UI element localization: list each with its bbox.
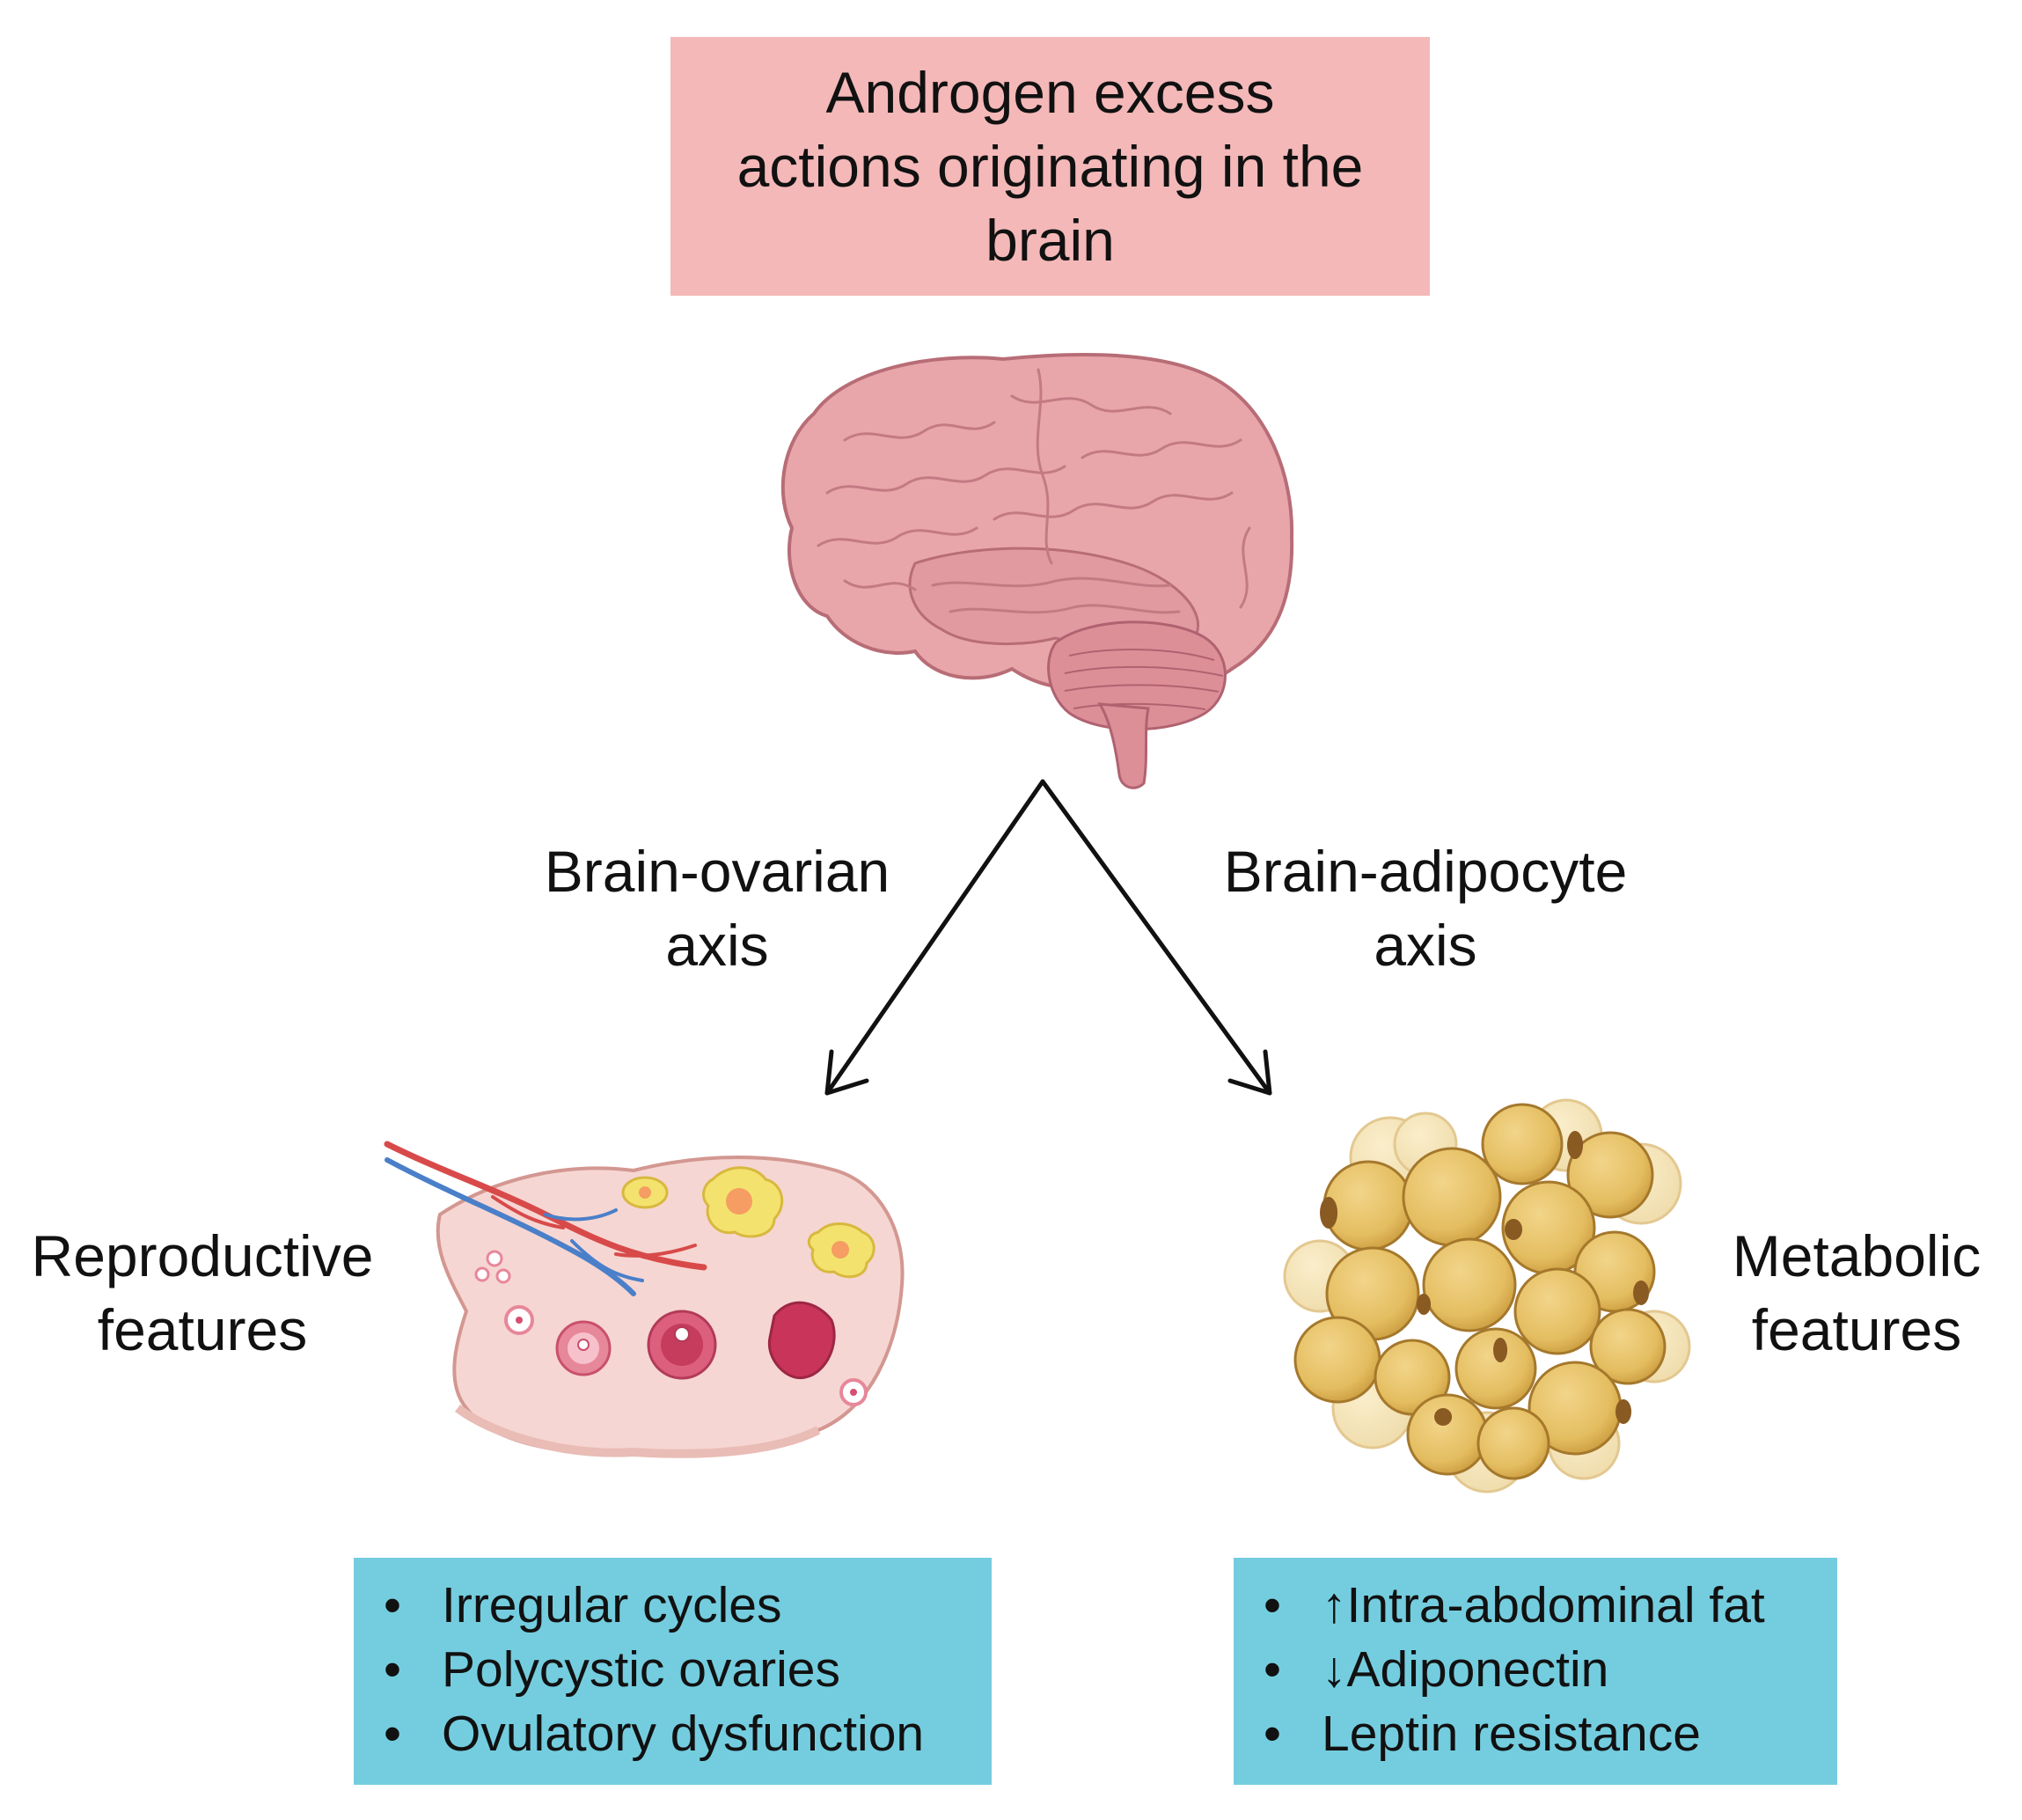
reproductive-features-label: Reproductive features xyxy=(31,1223,374,1362)
reproductive-features-list: • Irregular cycles • Polycystic ovaries … xyxy=(354,1558,992,1766)
metabolic-item-1: ↑Intra-abdominal fat xyxy=(1322,1577,1765,1633)
list-item: • Polycystic ovaries xyxy=(354,1638,992,1702)
brain-icon xyxy=(780,353,1294,789)
list-item: • Leptin resistance xyxy=(1234,1702,1837,1766)
title-box: Androgen excess actions originating in t… xyxy=(670,37,1430,296)
diagram-title: Androgen excess actions originating in t… xyxy=(736,60,1364,273)
bullet-icon: • xyxy=(1264,1577,1281,1633)
metabolic-features-box: • ↑Intra-abdominal fat • ↓Adiponectin • … xyxy=(1234,1558,1837,1785)
reproductive-item-1: Irregular cycles xyxy=(442,1577,782,1633)
reproductive-item-2: Polycystic ovaries xyxy=(442,1641,840,1698)
list-item: • Irregular cycles xyxy=(354,1574,992,1638)
bullet-icon: • xyxy=(1264,1641,1281,1698)
brain-adipocyte-axis-label: Brain-adipocyte axis xyxy=(1223,839,1628,978)
arrow-right xyxy=(1040,779,1272,1096)
arrow-left xyxy=(824,779,1045,1096)
ovary-icon xyxy=(384,1141,905,1458)
adipocyte-cluster-icon xyxy=(1283,1098,1691,1493)
list-item: • Ovulatory dysfunction xyxy=(354,1702,992,1766)
bullet-icon: • xyxy=(384,1577,401,1633)
brain-ovarian-axis-label: Brain-ovarian axis xyxy=(544,839,890,978)
reproductive-item-3: Ovulatory dysfunction xyxy=(442,1706,925,1762)
metabolic-features-list: • ↑Intra-abdominal fat • ↓Adiponectin • … xyxy=(1234,1558,1837,1766)
metabolic-item-2: ↓Adiponectin xyxy=(1322,1641,1609,1698)
reproductive-features-box: • Irregular cycles • Polycystic ovaries … xyxy=(354,1558,992,1785)
bullet-icon: • xyxy=(1264,1706,1281,1762)
metabolic-features-label: Metabolic features xyxy=(1732,1223,1982,1362)
bullet-icon: • xyxy=(384,1706,401,1762)
metabolic-item-3: Leptin resistance xyxy=(1322,1706,1701,1762)
bullet-icon: • xyxy=(384,1641,401,1698)
list-item: • ↓Adiponectin xyxy=(1234,1638,1837,1702)
list-item: • ↑Intra-abdominal fat xyxy=(1234,1574,1837,1638)
